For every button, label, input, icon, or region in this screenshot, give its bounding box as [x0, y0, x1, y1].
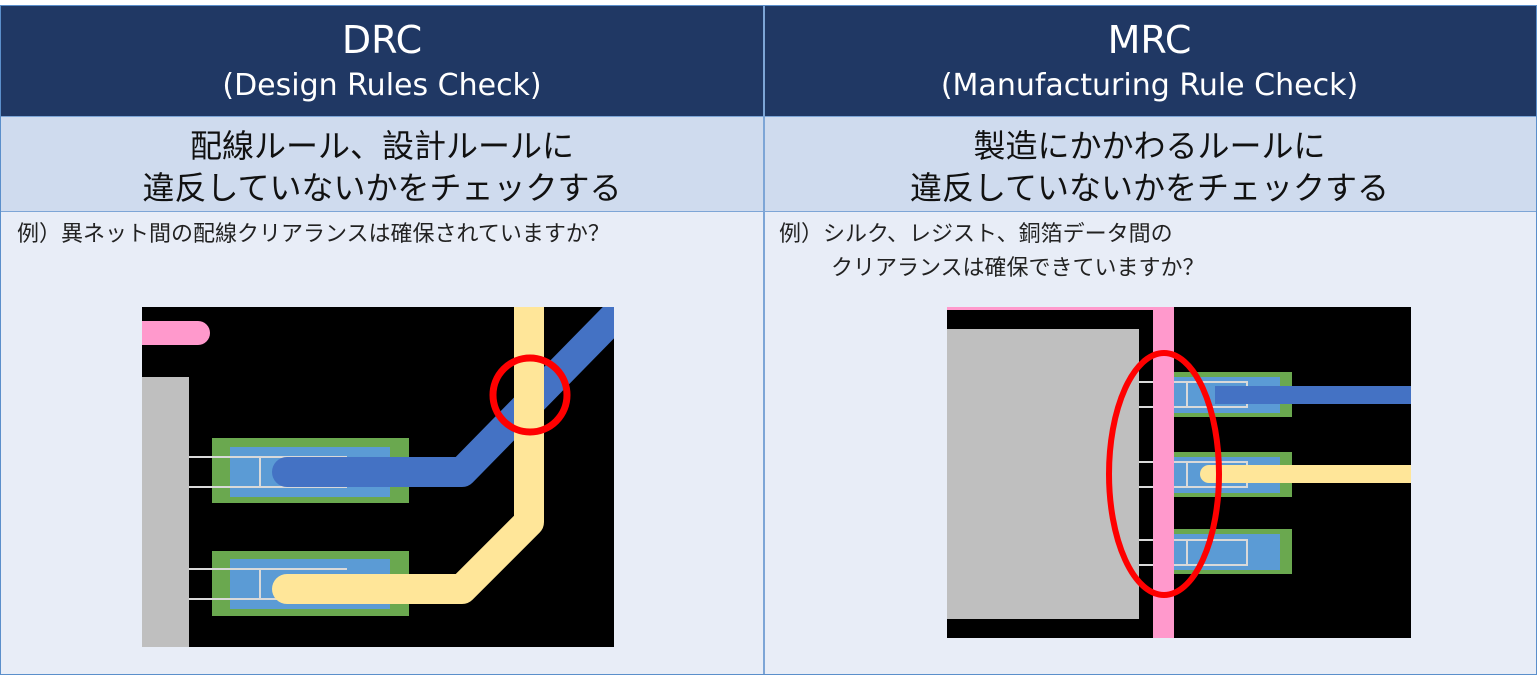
- clearance-highlight-ellipse: [1106, 350, 1222, 598]
- mrc-header: MRC (Manufacturing Rule Check): [763, 6, 1536, 116]
- mrc-pcb-illustration: [947, 307, 1411, 638]
- mrc-description-line2: 違反していないかをチェックする: [909, 169, 1390, 207]
- mrc-example-text-line1: 例）シルク、レジスト、銅箔データ間の: [779, 222, 1173, 247]
- trace-yellow: [272, 307, 544, 604]
- trace-blue: [272, 307, 614, 487]
- drc-example-cell: 例）異ネット間の配線クリアランスは確保されていますか？: [1, 212, 763, 674]
- drc-description-line1: 配線ルール、設計ルールに: [189, 127, 574, 165]
- mrc-example-cell: 例）シルク、レジスト、銅箔データ間の クリアランスは確保できていますか？: [763, 212, 1536, 674]
- lead-outlines: [1139, 381, 1248, 566]
- mrc-title: MRC: [1107, 18, 1192, 62]
- component-body: [142, 377, 189, 647]
- silk-top-line: [947, 307, 1157, 310]
- mrc-example-text-line2: クリアランスは確保できていますか？: [831, 256, 1205, 281]
- mrc-description: 製造にかかわるルールに 違反していないかをチェックする: [763, 116, 1536, 212]
- drc-title: DRC: [341, 18, 423, 62]
- drc-description: 配線ルール、設計ルールに 違反していないかをチェックする: [1, 116, 763, 212]
- silk-vertical-line: [1153, 307, 1174, 638]
- drc-subtitle: (Design Rules Check): [222, 68, 542, 103]
- comparison-table: DRC (Design Rules Check) MRC (Manufactur…: [0, 5, 1537, 675]
- drc-pcb-illustration: [142, 307, 614, 647]
- mrc-description-line1: 製造にかかわるルールに: [973, 127, 1326, 165]
- column-divider: [763, 6, 765, 674]
- drc-example-text: 例）異ネット間の配線クリアランスは確保されていますか？: [17, 222, 610, 247]
- mrc-subtitle: (Manufacturing Rule Check): [940, 68, 1359, 103]
- drc-description-line2: 違反していないかをチェックする: [142, 169, 622, 207]
- silk-segment: [142, 321, 210, 345]
- drc-header: DRC (Design Rules Check): [1, 6, 763, 116]
- clearance-highlight-circle: [489, 354, 571, 436]
